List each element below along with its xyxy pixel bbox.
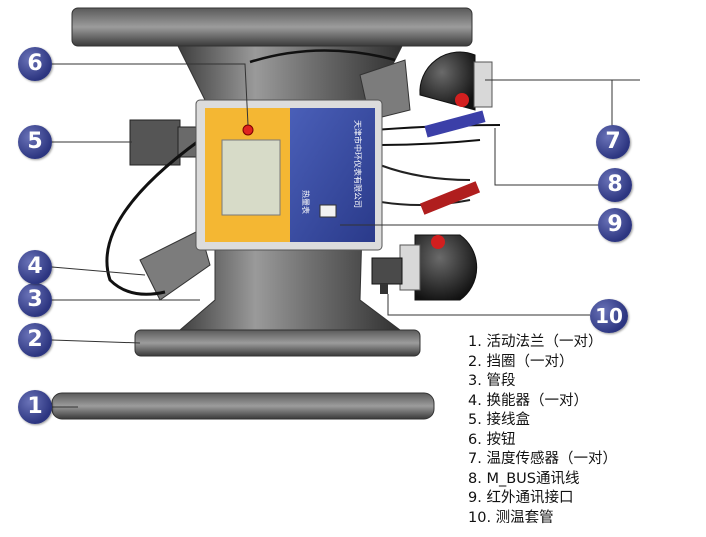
- legend-item: 2. 挡圈（一对）: [468, 353, 574, 370]
- button: [242, 124, 254, 136]
- flange-bottom: [51, 392, 435, 420]
- callout-7: 7: [596, 125, 630, 159]
- legend-item: 5. 接线盒: [468, 412, 530, 428]
- cable-loop: [105, 138, 201, 296]
- callout-2: 2: [18, 323, 52, 357]
- flange-top: [71, 7, 473, 47]
- legend-item: 9. 红外通讯接口: [468, 490, 574, 506]
- junction-box: [129, 119, 181, 166]
- thermowell: [371, 257, 403, 285]
- lcd-window: [221, 139, 281, 216]
- callout-9: 9: [598, 208, 632, 242]
- callout-10: 10: [590, 299, 628, 333]
- retaining-ring: [134, 329, 421, 357]
- callout-8: 8: [598, 168, 632, 202]
- transducer-left: [139, 229, 211, 301]
- legend-item: 6. 按钮: [468, 431, 516, 448]
- callout-3: 3: [18, 283, 52, 317]
- meter-face-blue: [290, 108, 375, 242]
- legend-item: 7. 温度传感器（一对）: [468, 451, 617, 467]
- legend-item: 1. 活动法兰（一对）: [468, 334, 603, 350]
- ir-interface: [319, 204, 337, 218]
- legend-item: 4. 换能器（一对）: [468, 392, 588, 409]
- legend-item: 10. 测温套管: [468, 509, 554, 526]
- legend-item: 3. 管段: [468, 373, 516, 389]
- callout-6: 6: [18, 47, 52, 81]
- callout-5: 5: [18, 125, 52, 159]
- panel-brand: 天津市中环仪表有限公司: [353, 120, 363, 208]
- temp-sensor-bottom: [414, 234, 478, 301]
- legend-item: 8. M_BUS通讯线: [468, 470, 580, 487]
- callout-4: 4: [18, 250, 52, 284]
- callout-1: 1: [18, 390, 52, 424]
- leader-lines: [51, 63, 640, 408]
- legend: 1. 活动法兰（一对） 2. 挡圈（一对） 3. 管段 4. 换能器（一对） 5…: [468, 333, 617, 528]
- panel-title: 热量表: [301, 190, 311, 214]
